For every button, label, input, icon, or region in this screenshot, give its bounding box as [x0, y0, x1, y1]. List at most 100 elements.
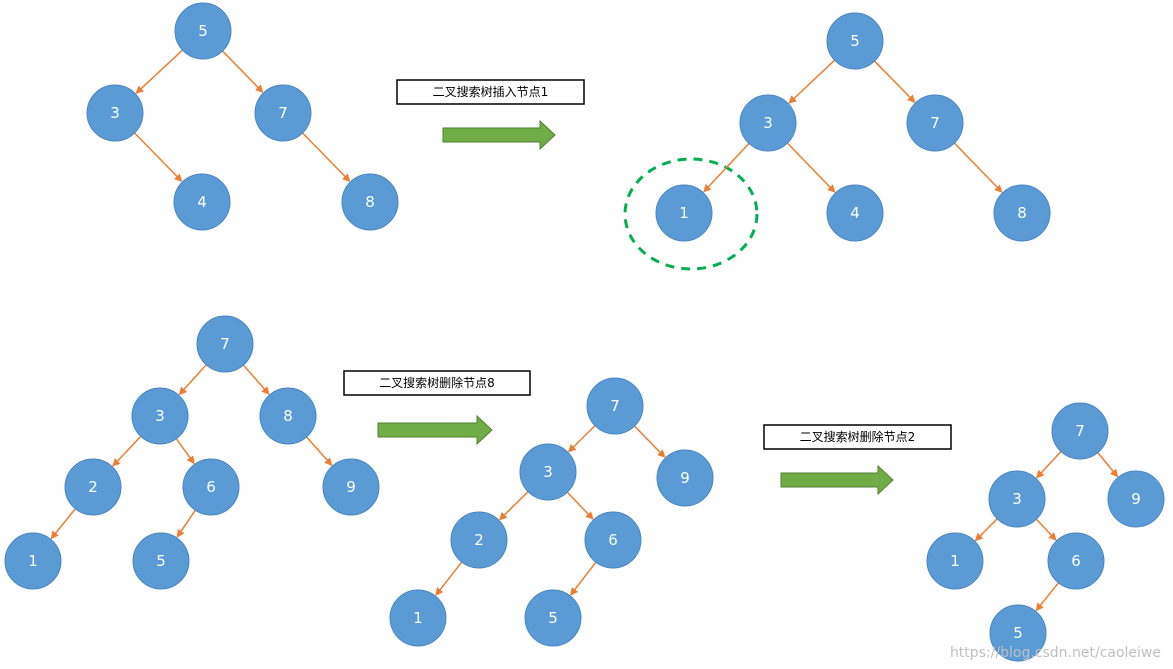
node-label: 2	[474, 531, 484, 549]
tree-edge	[570, 561, 597, 596]
tree-edge	[222, 50, 264, 93]
node-circle	[450, 511, 508, 569]
node-circle	[259, 387, 317, 445]
tree-node: 1	[389, 589, 447, 647]
operation-delete-2: 二叉搜索树删除节点2	[763, 424, 952, 450]
tree-node: 2	[64, 458, 122, 516]
node-circle	[656, 449, 714, 507]
node-circle	[524, 589, 582, 647]
node-label: 5	[548, 609, 558, 627]
tree-edge	[135, 49, 184, 94]
node-label: 7	[1075, 422, 1085, 440]
tree-edge	[1036, 451, 1062, 479]
inserted-node-highlight	[623, 157, 759, 271]
node-label: 1	[950, 552, 960, 570]
tree-edge	[178, 364, 207, 396]
watermark: https://blog.csdn.net/caoleiwe	[949, 645, 1161, 661]
tree-node: 7	[196, 315, 254, 373]
tree-node: 5	[524, 589, 582, 647]
node-circle	[739, 94, 797, 152]
tree-edge	[1097, 452, 1119, 478]
tree-node: 7	[906, 94, 964, 152]
tree-edge	[566, 491, 594, 520]
tree-node: 8	[993, 184, 1051, 242]
node-label: 8	[1017, 204, 1027, 222]
tree-edge	[175, 438, 195, 465]
node-circle	[1051, 402, 1109, 460]
node-label: 6	[1071, 552, 1081, 570]
node-label: 8	[283, 407, 293, 425]
node-label: 8	[365, 193, 375, 211]
tree-node: 9	[1107, 470, 1165, 528]
tree-edge	[703, 142, 750, 193]
tree-node: 6	[584, 511, 642, 569]
node-circle	[174, 2, 232, 60]
tree-node: 3	[988, 470, 1046, 528]
node-circle	[993, 184, 1051, 242]
node-circle	[988, 470, 1046, 528]
node-label: 4	[197, 193, 207, 211]
node-label: 5	[1013, 624, 1023, 642]
tree-node: 5	[174, 2, 232, 60]
tree-node: 8	[259, 387, 317, 445]
node-circle	[989, 604, 1047, 662]
node-label: 2	[88, 478, 98, 496]
tree-edge	[788, 59, 836, 104]
node-circle	[906, 94, 964, 152]
edges-layer	[50, 49, 1119, 612]
node-label: 6	[206, 478, 216, 496]
node-label: 1	[679, 204, 689, 222]
node-label: 3	[543, 463, 553, 481]
tree-edge	[134, 132, 183, 182]
tree-edge	[953, 142, 1003, 193]
node-label: 9	[680, 469, 690, 487]
tree-edge	[1035, 582, 1060, 612]
node-label: 7	[930, 114, 940, 132]
operation-delete-2-label: 二叉搜索树删除节点2	[800, 429, 916, 444]
node-label: 4	[850, 204, 860, 222]
tree-node: 6	[182, 458, 240, 516]
tree-node: 2	[450, 511, 508, 569]
tree-node: 1	[655, 184, 713, 242]
operation-insert-1: 二叉搜索树插入节点1	[396, 79, 585, 105]
node-label: 3	[155, 407, 165, 425]
node-circle	[173, 173, 231, 231]
tree-node: 4	[173, 173, 231, 231]
tree-node: 6	[1047, 532, 1105, 590]
node-circle	[341, 173, 399, 231]
tree-edge	[1035, 518, 1057, 541]
tree-edge	[633, 425, 666, 458]
tree-node: 1	[926, 532, 984, 590]
node-label: 7	[610, 397, 620, 415]
node-circle	[322, 458, 380, 516]
node-circle	[1047, 532, 1105, 590]
flow-arrow-insert	[442, 119, 556, 151]
tree-edge	[435, 561, 463, 596]
node-label: 7	[220, 335, 230, 353]
node-circle	[131, 387, 189, 445]
node-label: 7	[278, 104, 288, 122]
node-circle	[86, 84, 144, 142]
flow-arrow-delete-8	[377, 414, 493, 446]
node-circle	[1107, 470, 1165, 528]
node-label: 5	[156, 552, 166, 570]
tree-edge	[786, 142, 836, 193]
tree-node: 9	[656, 449, 714, 507]
tree-edge	[306, 436, 333, 467]
tree-node: 4	[826, 184, 884, 242]
tree-node: 3	[739, 94, 797, 152]
tree-edge	[242, 364, 270, 395]
node-circle	[584, 511, 642, 569]
operation-insert-1-label: 二叉搜索树插入节点1	[433, 84, 549, 99]
node-label: 5	[850, 32, 860, 50]
tree-node: 3	[519, 443, 577, 501]
node-label: 3	[763, 114, 773, 132]
operation-delete-8: 二叉搜索树删除节点8	[343, 370, 531, 396]
tree-node: 1	[4, 532, 62, 590]
node-circle	[655, 184, 713, 242]
node-circle	[519, 443, 577, 501]
tree-node: 7	[586, 377, 644, 435]
node-label: 6	[608, 531, 618, 549]
operation-delete-8-label: 二叉搜索树删除节点8	[379, 375, 495, 390]
